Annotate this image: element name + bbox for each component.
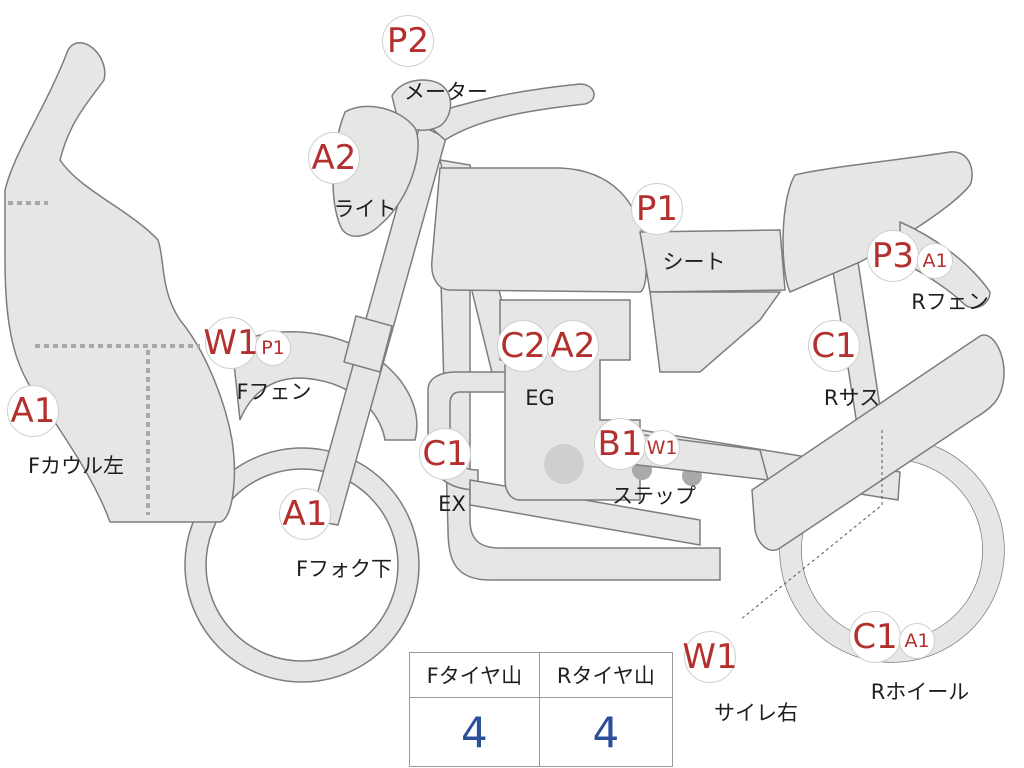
- part-label: EX: [438, 492, 466, 516]
- damage-code-badge: W1: [203, 317, 259, 369]
- damage-code-badge: A1: [279, 488, 331, 540]
- handlebar-shape: [418, 83, 595, 141]
- rear-cowl-shape: [782, 151, 973, 293]
- damage-code-badge: B1: [594, 418, 646, 470]
- part-label: Rフェン: [911, 290, 989, 314]
- damage-code-badge: C2: [497, 320, 549, 372]
- damage-code-badge: C1: [808, 320, 860, 372]
- rear-tire-tread-value: 4: [538, 697, 674, 767]
- front-cowl-shape: [4, 42, 236, 523]
- front-tire-tread-value: 4: [409, 697, 540, 767]
- damage-code-badge: C1: [419, 428, 471, 480]
- part-label: ライト: [333, 197, 397, 221]
- damage-code-badge: A1: [7, 385, 59, 437]
- muffler-leader-line: [739, 430, 883, 621]
- part-label: Rホイール: [870, 680, 970, 704]
- fork-boot-shape: [343, 315, 393, 373]
- seat-shape: [639, 229, 786, 293]
- part-label: メーター: [404, 80, 488, 104]
- rear-tire-tread-header: Rタイヤ山: [538, 652, 674, 698]
- damage-code-badge: P1: [631, 183, 683, 235]
- tire-tread-table: Fタイヤ山 Rタイヤ山 4 4: [409, 652, 674, 767]
- part-label: EG: [525, 386, 555, 410]
- part-label: Fカウル左: [27, 454, 125, 478]
- front-tire-tread-header: Fタイヤ山: [409, 652, 540, 698]
- damage-code-badge: W1: [644, 430, 680, 466]
- part-label: Rサス: [823, 386, 881, 410]
- muffler-shape: [751, 334, 1005, 551]
- engine-cover-circle: [544, 444, 584, 484]
- damage-code-badge: W1: [682, 631, 738, 683]
- fuel-tank-shape: [431, 167, 647, 293]
- damage-code-badge: P3: [867, 230, 919, 282]
- side-cover-shape: [649, 291, 782, 373]
- part-label: サイレ右: [714, 701, 798, 725]
- damage-code-badge: P1: [255, 330, 291, 366]
- part-label: ステップ: [612, 484, 696, 508]
- part-label: Fフォク下: [295, 557, 393, 581]
- part-label: Fフェン: [236, 380, 312, 404]
- damage-code-badge: P2: [382, 15, 434, 67]
- damage-code-badge: A2: [547, 320, 599, 372]
- part-label: シート: [662, 250, 726, 274]
- damage-code-badge: A1: [899, 623, 935, 659]
- damage-code-badge: A2: [308, 132, 360, 184]
- damage-code-badge: C1: [849, 611, 901, 663]
- damage-code-badge: A1: [917, 243, 953, 279]
- front-wheel-shape: [184, 447, 420, 683]
